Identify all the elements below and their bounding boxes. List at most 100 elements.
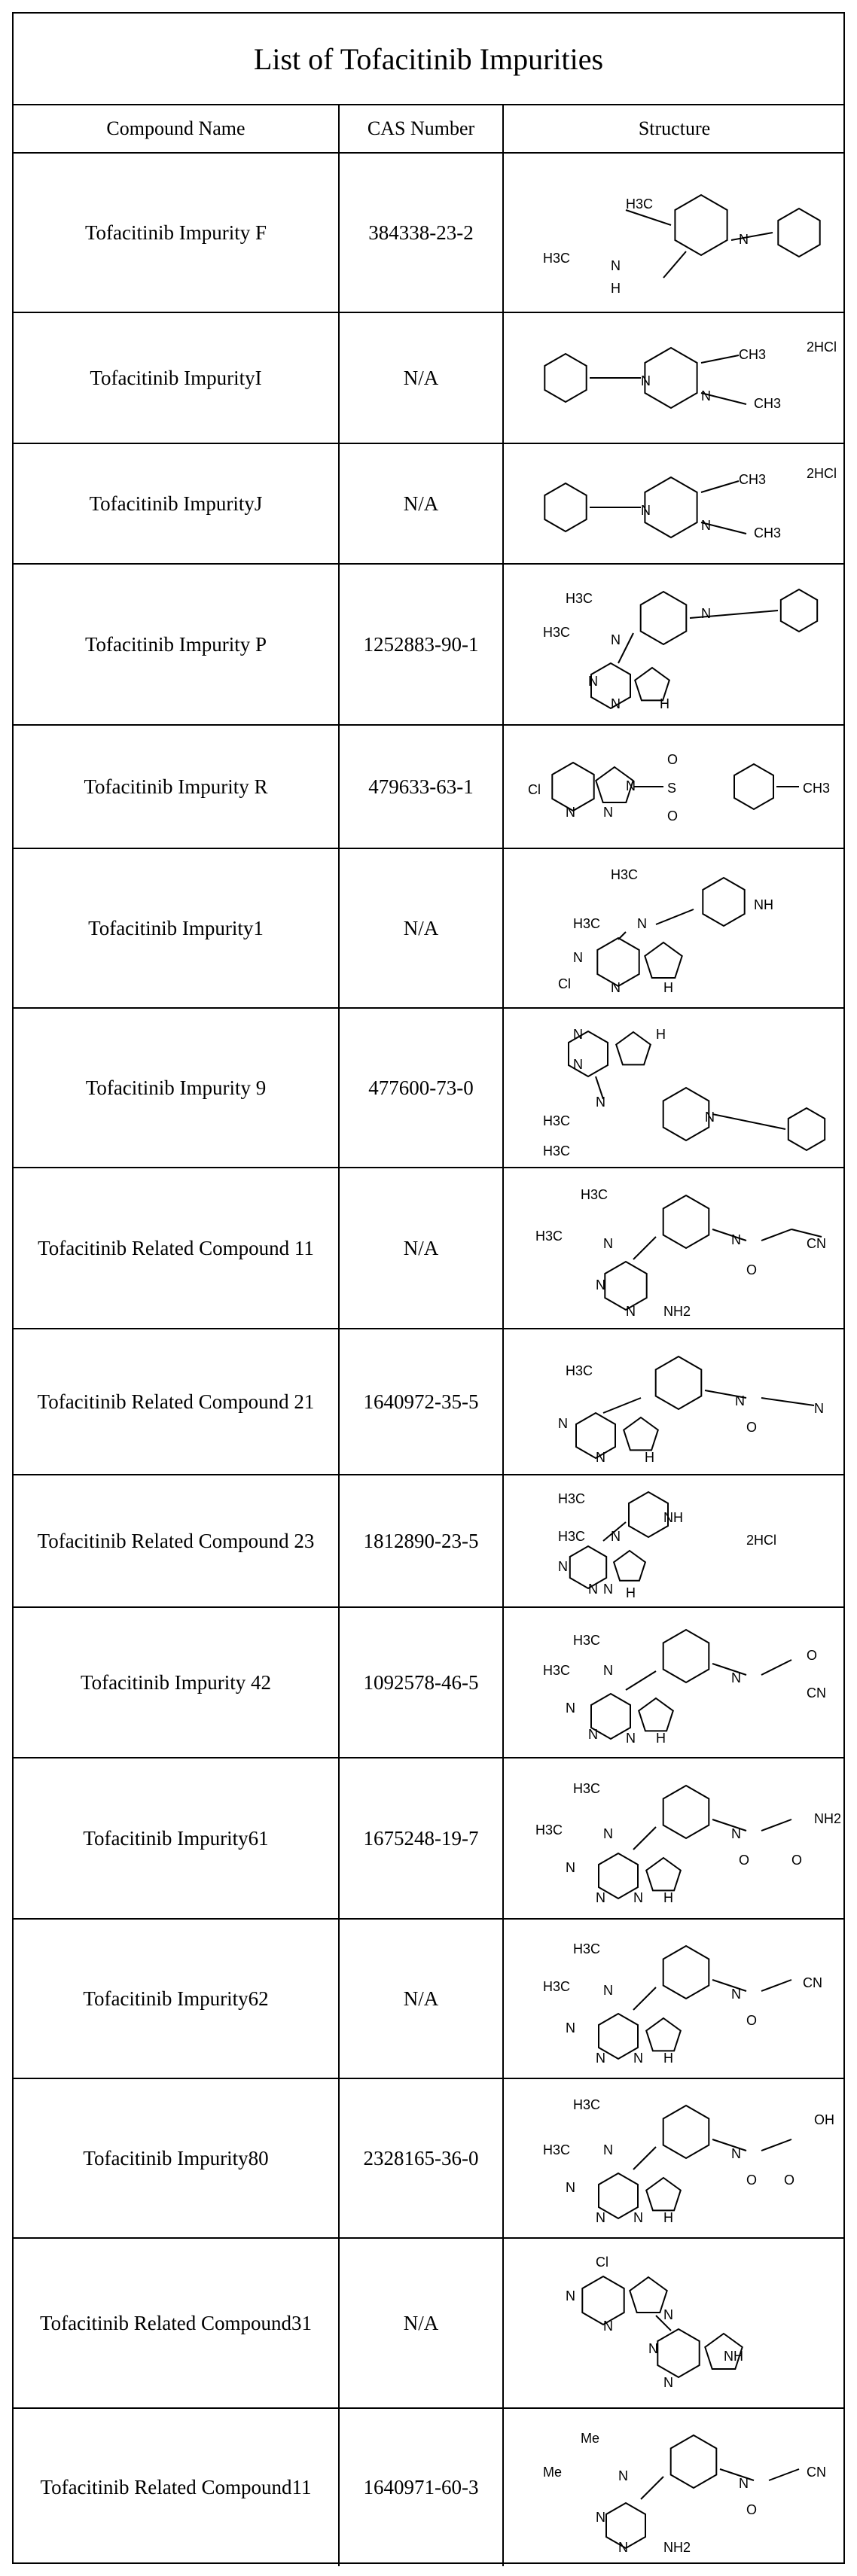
- atom-label: Me: [581, 2431, 599, 2446]
- atom-label: NH: [754, 897, 773, 912]
- cas-number-cell: 2328165-36-0: [338, 2078, 504, 2239]
- atom-label: N: [596, 1450, 605, 1465]
- structure-bond: [761, 1229, 791, 1241]
- atom-label: N: [731, 1670, 741, 1685]
- structure-bond: [639, 590, 687, 646]
- structure-bond: [768, 2468, 799, 2481]
- atom-label: H3C: [581, 1187, 608, 1202]
- atom-label: N: [558, 1416, 568, 1431]
- structure-bond: [761, 2139, 791, 2151]
- atom-label: N: [596, 2210, 605, 2225]
- atom-label: H3C: [543, 625, 570, 640]
- structure-bond: [669, 2434, 717, 2489]
- atom-label: CN: [807, 1236, 826, 1251]
- structure-bond: [712, 1663, 746, 1676]
- cas-number-cell: 1640972-35-5: [338, 1328, 504, 1475]
- atom-label: N: [603, 1663, 613, 1678]
- cas-number-cell: 1092578-46-5: [338, 1606, 504, 1758]
- atom-label: N: [603, 2319, 613, 2334]
- atom-label: N: [573, 950, 583, 965]
- atom-label: N: [701, 388, 711, 403]
- atom-label: N: [603, 2142, 613, 2157]
- structure-bond: [625, 209, 671, 226]
- atom-label: N: [566, 2020, 575, 2036]
- structure-bond: [645, 2017, 682, 2052]
- structure-bond: [597, 2172, 639, 2220]
- cas-number-cell: N/A: [338, 2237, 504, 2409]
- structure-bond: [543, 482, 587, 533]
- structure-bond: [662, 251, 687, 279]
- page-title: List of Tofacitinib Impurities: [14, 14, 843, 105]
- atom-label: N: [596, 1277, 605, 1293]
- atom-label: H: [663, 980, 673, 995]
- compound-name-cell: Tofacitinib Impurity61: [14, 1757, 340, 1920]
- atom-label: CN: [807, 1685, 826, 1701]
- cas-number-cell: 1640971-60-3: [338, 2407, 504, 2566]
- structure-bond: [569, 1545, 607, 1590]
- atom-label: Cl: [596, 2255, 608, 2270]
- atom-label: N: [611, 980, 621, 995]
- structure-bond: [700, 522, 746, 534]
- impurity-list-document: List of Tofacitinib Impurities Compound …: [12, 12, 845, 2566]
- structure-bond: [612, 1549, 646, 1582]
- atom-label: O: [746, 2173, 757, 2188]
- atom-label: H3C: [626, 196, 653, 212]
- atom-label: N: [626, 778, 636, 793]
- atom-label: N: [618, 2540, 628, 2555]
- structure-bond: [632, 2146, 657, 2170]
- structure-bond: [712, 2139, 746, 2151]
- structure-bond: [633, 666, 670, 702]
- atom-label: N: [566, 805, 575, 820]
- structure-bond: [700, 392, 746, 405]
- structure-bond: [689, 610, 778, 619]
- structure-bond: [637, 1697, 674, 1732]
- atom-label: CH3: [739, 347, 766, 362]
- atom-label: N: [566, 2288, 575, 2303]
- cas-number-cell: N/A: [338, 1918, 504, 2079]
- atom-label: O: [746, 1420, 757, 1435]
- impurity-table: Compound Name CAS Number Structure Tofac…: [14, 105, 845, 2566]
- structure-bond: [622, 1416, 659, 1451]
- atom-label: N: [626, 1731, 636, 1746]
- column-header-structure: Structure: [502, 105, 845, 154]
- atom-label: CH3: [754, 525, 781, 540]
- structure-bond: [662, 1086, 709, 1142]
- atom-label: H3C: [558, 1491, 585, 1506]
- structure-bond: [639, 2475, 664, 2500]
- structure-bond: [761, 1659, 791, 1676]
- atom-label: N: [618, 2468, 628, 2483]
- structure-bond: [597, 2012, 639, 2060]
- atom-label: 2HCl: [807, 466, 837, 481]
- atom-label: H3C: [543, 1979, 570, 1994]
- atom-label: N: [739, 232, 749, 247]
- atom-label: 2HCl: [746, 1533, 776, 1548]
- structure-bond: [590, 662, 631, 710]
- atom-label: N: [611, 632, 621, 647]
- structure-bond: [628, 2276, 668, 2313]
- compound-name-cell: Tofacitinib ImpurityJ: [14, 443, 340, 565]
